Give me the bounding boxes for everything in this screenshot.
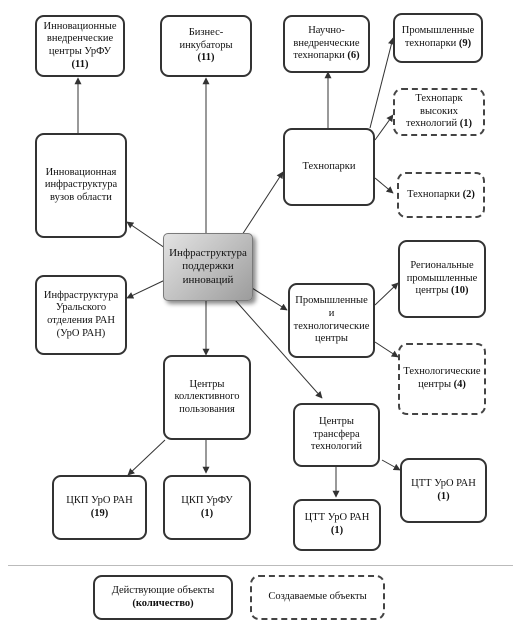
ckp-ras-box: ЦКП УрО РАН (19): [52, 475, 147, 540]
ctt-ras-1-box: ЦТТ УрО РАН (1): [293, 499, 381, 551]
arrow-to-technoparks: [241, 171, 284, 236]
ind-tech-box: Промышленные и технологические центры: [288, 283, 375, 358]
regional-box: Региональные промышленные центры (10): [398, 240, 486, 318]
legend-area: [8, 565, 513, 628]
arrow-to-ind-parks: [369, 37, 395, 129]
arrow-to-ctt-2: [381, 459, 401, 471]
arrow-to-tech-centers: [374, 341, 399, 358]
arrow-to-ind-tech: [251, 287, 288, 311]
universities-box: Инновационная инфраструктура вузов облас…: [35, 133, 127, 238]
hitech-parks-box: Технопарк высоких технологий (1): [393, 88, 485, 136]
technoparks-box: Технопарки: [283, 128, 375, 206]
transfer-box: Центры трансфера технологий: [293, 403, 380, 467]
arrow-to-parks-new: [374, 177, 394, 194]
arrow-to-ckp-ras: [127, 439, 166, 476]
tech-centers-box: Технологические центры (4): [398, 343, 486, 415]
arrow-to-universities: [126, 221, 166, 249]
ras-infra-box: Инфраструктура Уральского отделения РАН …: [35, 275, 127, 355]
legend-existing-box: Действующие объекты(количество): [93, 575, 233, 620]
arrow-to-transfer: [234, 299, 323, 399]
arrow-to-ras-infra: [126, 279, 166, 299]
sci-parks-box: Научно- внедренческие технопарки (6): [283, 15, 370, 73]
ind-parks-box: Промышленные технопарки (9): [393, 13, 483, 63]
center-box: Инфраструктура поддержки инноваций: [163, 233, 253, 301]
parks-new-box: Технопарки (2): [397, 172, 485, 218]
ckp-urfu-box: ЦКП УрФУ(1): [163, 475, 251, 540]
shared-use-box: Центры коллективного пользования: [163, 355, 251, 440]
ctt-ras-2-box: ЦТТ УрО РАН (1): [400, 458, 487, 523]
incubators-box: Бизнес-инкубаторы(11): [160, 15, 252, 77]
arrow-to-regional: [374, 282, 399, 306]
legend-planned-box: Создаваемые объекты: [250, 575, 385, 620]
urfu-centers-box: Инновационные внедренческие центры УрФУ …: [35, 15, 125, 77]
arrow-to-hitech: [374, 114, 394, 141]
